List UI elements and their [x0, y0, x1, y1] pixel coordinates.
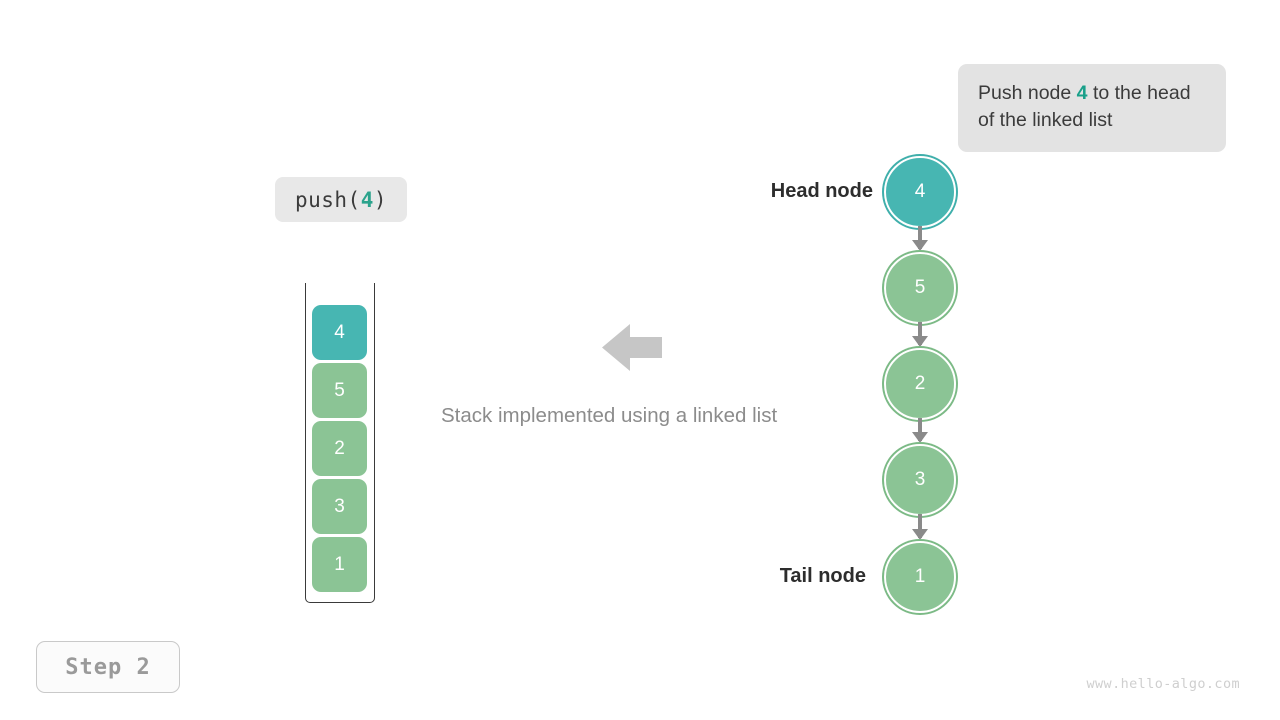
linked-list-visual: 4 5 2 3 1 — [884, 155, 960, 615]
left-arrow-icon — [602, 320, 662, 375]
linked-list-node: 3 — [884, 444, 956, 516]
stack-visual: 4 5 2 3 1 — [305, 283, 375, 603]
stack-cell-value: 5 — [334, 379, 345, 401]
callout-bubble: Push node 4 to the head of the linked li… — [958, 64, 1226, 152]
callout-text-before: Push node — [978, 82, 1077, 104]
stack-cell-list: 4 5 2 3 1 — [312, 305, 367, 595]
linked-list-node-value: 5 — [914, 277, 926, 298]
push-label-before: push( — [294, 187, 361, 212]
stack-cell: 4 — [312, 305, 367, 360]
stack-caption: Stack implemented using a linked list — [441, 404, 778, 427]
linked-list-node: 1 — [884, 541, 956, 613]
linked-list-node-value: 4 — [914, 181, 926, 202]
linked-list-node: 5 — [884, 252, 956, 324]
linked-list-connector — [918, 418, 922, 441]
push-label-value: 4 — [360, 187, 374, 212]
callout-text-after: to the head of the linked list — [978, 82, 1191, 131]
stack-container-outline — [305, 283, 375, 603]
linked-list-arrowhead-icon — [912, 432, 928, 443]
watermark: www.hello-algo.com — [1086, 676, 1240, 692]
linked-list-arrowhead-icon — [912, 336, 928, 347]
linked-list-node: 4 — [884, 156, 956, 228]
callout-highlight-value: 4 — [1076, 82, 1088, 104]
stack-cell-value: 2 — [334, 437, 345, 459]
step-badge: Step 2 — [36, 641, 180, 693]
linked-list-node-value: 1 — [914, 566, 926, 587]
stack-cell-value: 3 — [334, 495, 345, 517]
linked-list-node-value: 3 — [914, 469, 926, 490]
stack-cell: 5 — [312, 363, 367, 418]
push-label-after: ) — [373, 187, 388, 212]
stack-cell: 1 — [312, 537, 367, 592]
stack-cell: 3 — [312, 479, 367, 534]
linked-list-node-value: 2 — [914, 373, 926, 394]
tail-node-label: Tail node — [779, 565, 866, 587]
stack-cell-value: 1 — [334, 553, 345, 575]
linked-list-connector — [918, 514, 922, 538]
stack-cell: 2 — [312, 421, 367, 476]
linked-list-arrowhead-icon — [912, 240, 928, 251]
linked-list-connector — [918, 322, 922, 345]
linked-list-node: 2 — [884, 348, 956, 420]
head-node-label: Head node — [770, 180, 873, 202]
linked-list-arrowhead-icon — [912, 529, 928, 540]
push-operation-label: push(4) — [275, 177, 407, 222]
stack-cell-value: 4 — [334, 321, 345, 343]
linked-list-connector — [918, 226, 922, 249]
